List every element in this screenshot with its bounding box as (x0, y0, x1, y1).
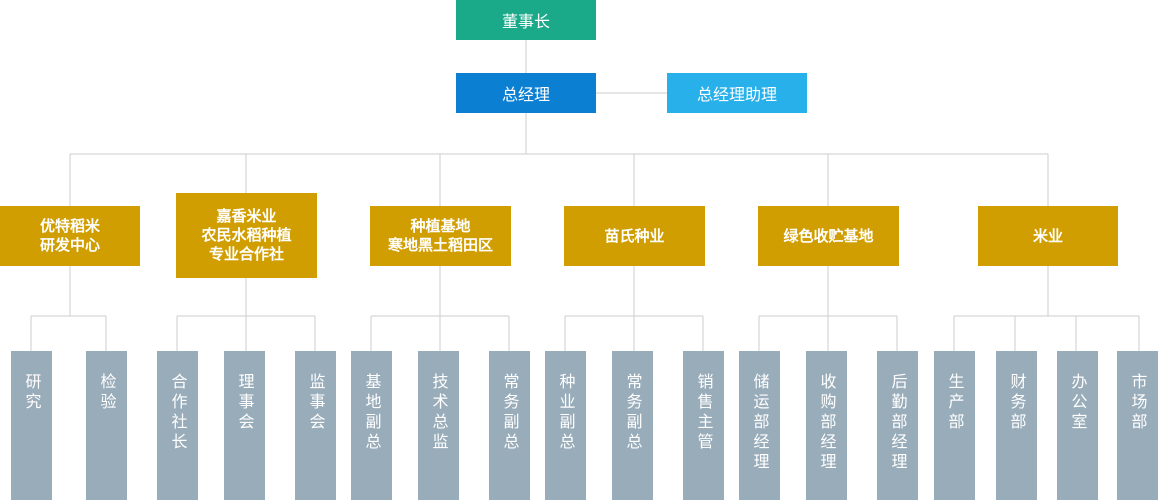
unit-box: 常务副总 (489, 351, 530, 500)
department-label: 嘉香米业 农民水稻种植 专业合作社 (201, 207, 292, 263)
unit-label: 后勤部经理 (888, 373, 908, 473)
unit-box: 销售主管 (683, 351, 724, 500)
unit-label: 储运部经理 (750, 373, 770, 473)
unit-box: 监事会 (295, 351, 336, 500)
department-label: 苗氏种业 (604, 226, 665, 245)
department-box: 嘉香米业 农民水稻种植 专业合作社 (176, 193, 317, 278)
department-label: 米业 (1032, 226, 1063, 245)
unit-label: 常务副总 (500, 373, 520, 453)
general-manager-label: 总经理 (501, 85, 550, 104)
unit-label: 收购部经理 (817, 373, 837, 473)
department-box: 苗氏种业 (564, 206, 705, 266)
assistant-box: 总经理助理 (667, 73, 807, 113)
unit-label: 种业副总 (556, 373, 576, 453)
unit-box: 基地副总 (351, 351, 392, 500)
unit-box: 研究 (11, 351, 52, 500)
unit-label: 监事会 (306, 373, 326, 433)
general-manager-box: 总经理 (456, 73, 596, 113)
unit-box: 市场部 (1117, 351, 1158, 500)
unit-box: 技术总监 (418, 351, 459, 500)
department-label: 优特稻米 研发中心 (39, 217, 100, 254)
unit-box: 生产部 (934, 351, 975, 500)
unit-box: 财务部 (996, 351, 1037, 500)
unit-label: 市场部 (1128, 373, 1148, 433)
unit-label: 办公室 (1068, 373, 1088, 433)
unit-box: 理事会 (224, 351, 265, 500)
chairman-box: 董事长 (456, 0, 596, 40)
unit-box: 储运部经理 (739, 351, 780, 500)
unit-label: 生产部 (945, 373, 965, 433)
department-label: 种植基地 寒地黑土稻田区 (387, 217, 493, 254)
unit-label: 常务副总 (623, 373, 643, 453)
unit-label: 合作社长 (168, 373, 188, 453)
department-box: 绿色收贮基地 (758, 206, 899, 266)
assistant-label: 总经理助理 (696, 85, 777, 104)
unit-label: 研究 (22, 373, 42, 413)
unit-label: 财务部 (1007, 373, 1027, 433)
department-box: 米业 (978, 206, 1118, 266)
unit-label: 检验 (97, 373, 117, 413)
unit-label: 销售主管 (694, 373, 714, 453)
chairman-label: 董事长 (501, 12, 550, 31)
unit-box: 收购部经理 (806, 351, 847, 500)
unit-label: 理事会 (235, 373, 255, 433)
unit-box: 后勤部经理 (877, 351, 918, 500)
unit-box: 种业副总 (545, 351, 586, 500)
unit-label: 技术总监 (429, 373, 449, 453)
unit-label: 基地副总 (362, 373, 382, 453)
department-label: 绿色收贮基地 (783, 226, 874, 245)
unit-box: 办公室 (1057, 351, 1098, 500)
department-box: 种植基地 寒地黑土稻田区 (370, 206, 511, 266)
department-box: 优特稻米 研发中心 (0, 206, 140, 266)
unit-box: 常务副总 (612, 351, 653, 500)
unit-box: 合作社长 (157, 351, 198, 500)
unit-box: 检验 (86, 351, 127, 500)
